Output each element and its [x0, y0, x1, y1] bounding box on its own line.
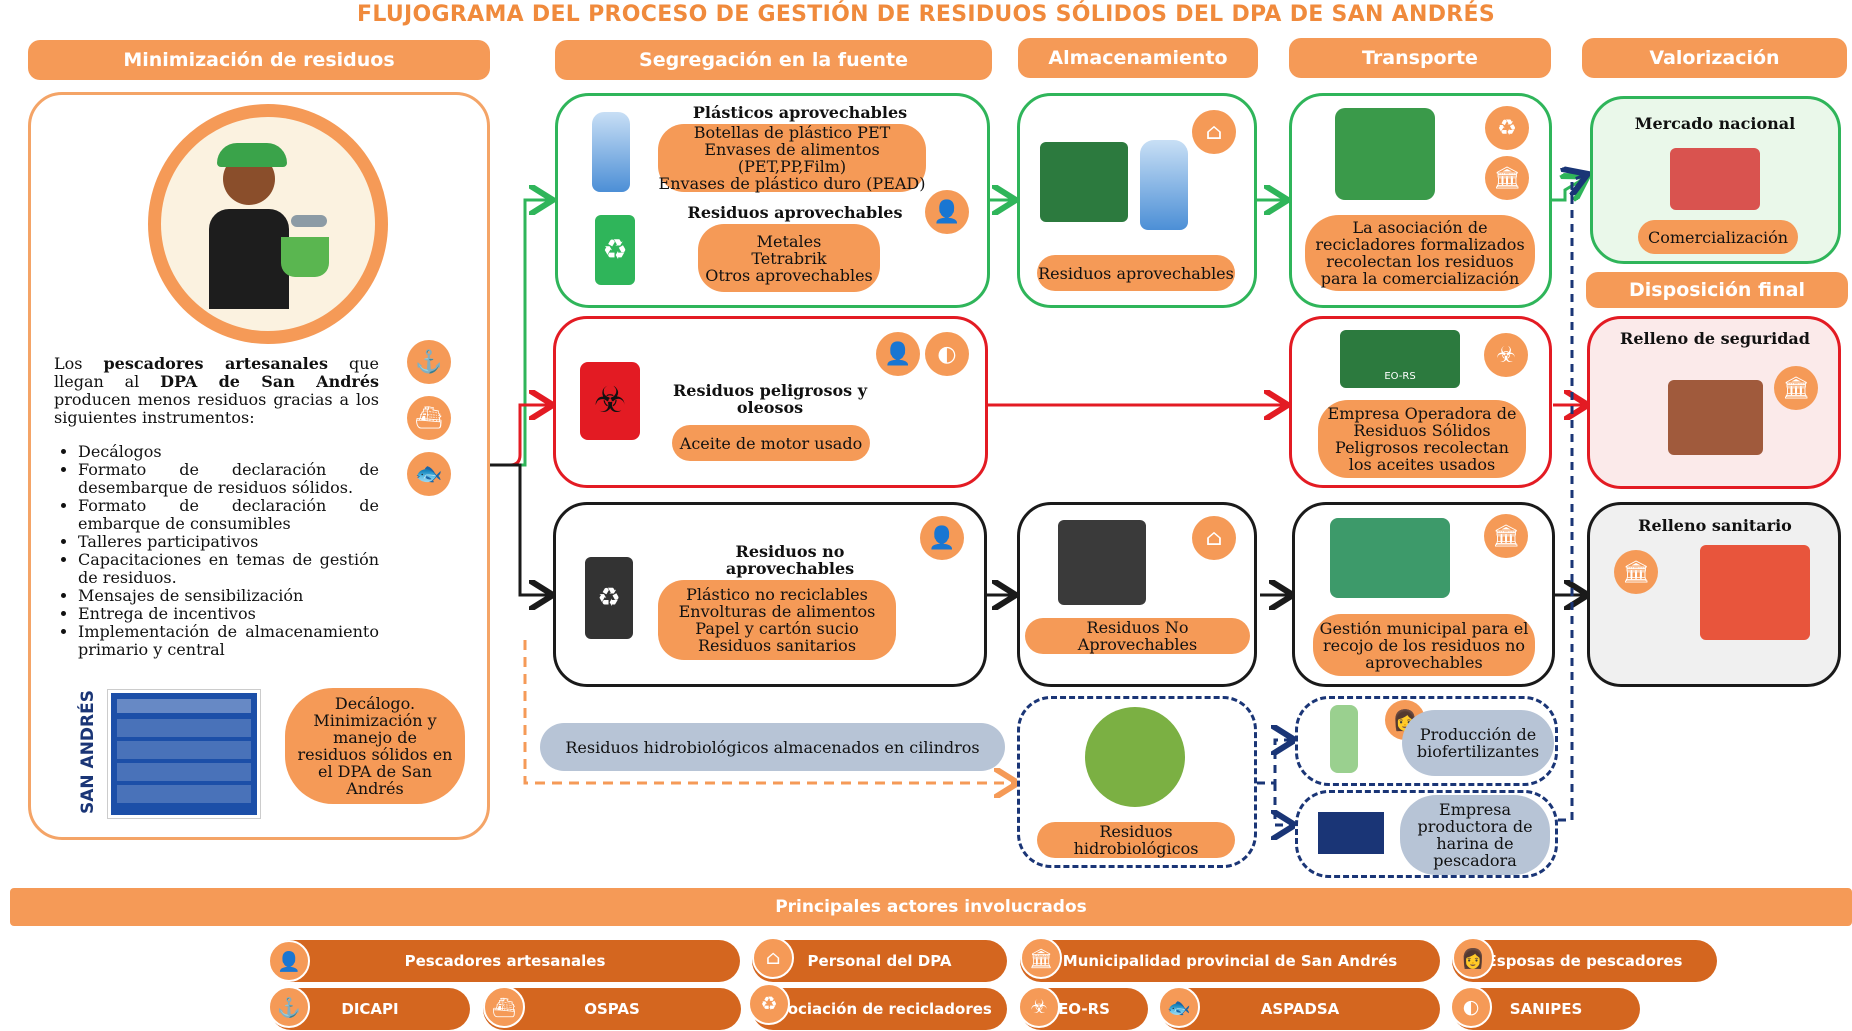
recycler-cart-icon [1335, 108, 1435, 200]
market-store-icon [1670, 148, 1760, 210]
list-item: Capacitaciones en temas de gestión de re… [78, 551, 379, 587]
factory-icon [1318, 812, 1384, 854]
bottle-icon [592, 112, 630, 192]
municipality-icon: 🏛 [1774, 366, 1818, 410]
biohazard-barrel-icon: ☣ [580, 362, 640, 440]
municipality-icon: 🏛 [1485, 156, 1529, 200]
aprovechables-items: Metales Tetrabrik Otros aprovechables [698, 224, 880, 292]
decalogo-pill: Decálogo. Minimización y manejo de resid… [285, 688, 465, 804]
no-aprovechables-items: Plástico no reciclables Envolturas de al… [658, 580, 896, 660]
almacenamiento-hidrobiologicos: Residuos hidrobiológicos [1037, 822, 1235, 858]
actor-municipalidad: Municipalidad provincial de San Andrés [1020, 940, 1440, 982]
header-segregacion: Segregación en la fuente [555, 40, 992, 80]
aprovechables-title: Residuos aprovechables [687, 203, 903, 222]
recycle-icon: ♻ [1485, 106, 1529, 150]
instrumentos-list: Decálogos Formato de declaración de dese… [54, 443, 379, 659]
hidrobiologicos-icon [1085, 707, 1185, 807]
ospas-ship-icon: ⛴ [483, 986, 525, 1028]
dump-truck-icon [1700, 545, 1810, 640]
pescador-icon: 👤 [925, 190, 969, 234]
grey-container-icon [1058, 520, 1146, 605]
fisherman-illustration [148, 104, 388, 344]
municipality-icon: 🏛 [1484, 514, 1528, 558]
no-aprovechables-title: Residuos no aprovechables [725, 542, 855, 578]
header-almacenamiento: Almacenamiento [1018, 38, 1258, 78]
peligrosos-title: Residuos peligrosos y oleosos [673, 381, 867, 417]
municipality-icon: 🏛 [1020, 937, 1062, 979]
header-disposicion: Disposición final [1586, 272, 1848, 308]
dicapi-icon: ⚓ [268, 986, 310, 1028]
ospas-ship-icon: ⛴ [407, 396, 451, 440]
decalogo-poster [108, 690, 260, 818]
comercializacion-pill: Comercialización [1638, 220, 1798, 254]
recycle-icon: ♻ [748, 983, 790, 1025]
plasticos-title: Plásticos aprovechables [692, 103, 908, 122]
fish-icon: 🐟 [1158, 986, 1200, 1028]
almacenamiento-no-aprovechables: Residuos No Aprovechables [1025, 618, 1250, 654]
almacenamiento-aprovechables: Residuos aprovechables [1037, 255, 1235, 291]
green-container-icon [1040, 142, 1128, 222]
security-landfill-icon [1668, 380, 1763, 455]
list-item: Entrega de incentivos [78, 605, 379, 623]
list-item: Mensajes de sensibilización [78, 587, 379, 605]
list-item: Decálogos [78, 443, 379, 461]
pescador-icon: 👤 [268, 940, 310, 982]
header-transporte: Transporte [1289, 38, 1551, 78]
mercado-title: Mercado nacional [1634, 114, 1796, 133]
transporte-aprovechables: La asociación de recicladores formalizad… [1305, 215, 1535, 291]
plasticos-items: Botellas de plástico PET Envases de alim… [658, 123, 926, 193]
header-valorizacion: Valorización [1582, 38, 1847, 78]
relleno-sanitario-title: Relleno sanitario [1638, 516, 1792, 535]
biofertilizantes-label: Producción de biofertilizantes [1402, 710, 1554, 776]
biohazard-icon: ☣ [1484, 333, 1528, 377]
list-item: Implementación de almacenamiento primari… [78, 623, 379, 659]
municipality-icon: 🏛 [1614, 550, 1658, 594]
dpa-staff-icon: ⌂ [1192, 516, 1236, 560]
relleno-seguridad-title: Relleno de seguridad [1620, 329, 1810, 348]
transporte-peligrosos: Empresa Operadora de Residuos Sólidos Pe… [1318, 400, 1526, 478]
transporte-no-aprovechables: Gestión municipal para el recojo de los … [1313, 614, 1535, 676]
esposas-icon: 👩 [1452, 937, 1494, 979]
fish-icon: 🐟 [407, 452, 451, 496]
actor-aspadsa: ASPADSA [1160, 988, 1440, 1030]
harina-label: Empresa productora de harina de pescador… [1400, 795, 1550, 875]
pescador-icon: 👤 [920, 516, 964, 560]
list-item: Formato de declaración de embarque de co… [78, 497, 379, 533]
header-actores: Principales actores involucrados [10, 888, 1852, 926]
sanipes-icon: ◐ [925, 332, 969, 376]
minimizacion-text: Los pescadores artesanales que llegan al… [54, 355, 379, 659]
header-minimizacion: Minimización de residuos [28, 40, 490, 80]
actor-recicladores: Asociación de recicladores [752, 988, 1007, 1030]
peligrosos-item: Aceite de motor usado [672, 425, 870, 461]
actor-pescadores: Pescadores artesanales [270, 940, 740, 982]
biohazard-icon: ☣ [1018, 986, 1060, 1028]
black-bin-icon: ♻ [585, 557, 633, 639]
dpa-staff-icon: ⌂ [752, 937, 794, 979]
hidrobiologicos-pill: Residuos hidrobiológicos almacenados en … [540, 723, 1005, 771]
actor-personal-dpa: Personal del DPA [752, 940, 1007, 982]
sanipes-icon: ◐ [1450, 986, 1492, 1028]
dicapi-icon: ⚓ [407, 340, 451, 384]
recycle-bin-icon: ♻ [595, 215, 635, 285]
pescador-icon: 👤 [876, 332, 920, 376]
dpa-staff-icon: ⌂ [1192, 110, 1236, 154]
garbage-truck-icon [1330, 518, 1450, 598]
water-jug-icon [1140, 140, 1188, 230]
actor-ospas: OSPAS [483, 988, 741, 1030]
list-item: Talleres participativos [78, 533, 379, 551]
fertilizer-bottle-icon [1330, 705, 1358, 773]
diagram-title: FLUJOGRAMA DEL PROCESO DE GESTIÓN DE RES… [357, 2, 1495, 27]
actor-esposas: Esposas de pescadores [1452, 940, 1717, 982]
list-item: Formato de declaración de desembarque de… [78, 461, 379, 497]
eors-truck-icon: EO-RS [1340, 330, 1460, 388]
